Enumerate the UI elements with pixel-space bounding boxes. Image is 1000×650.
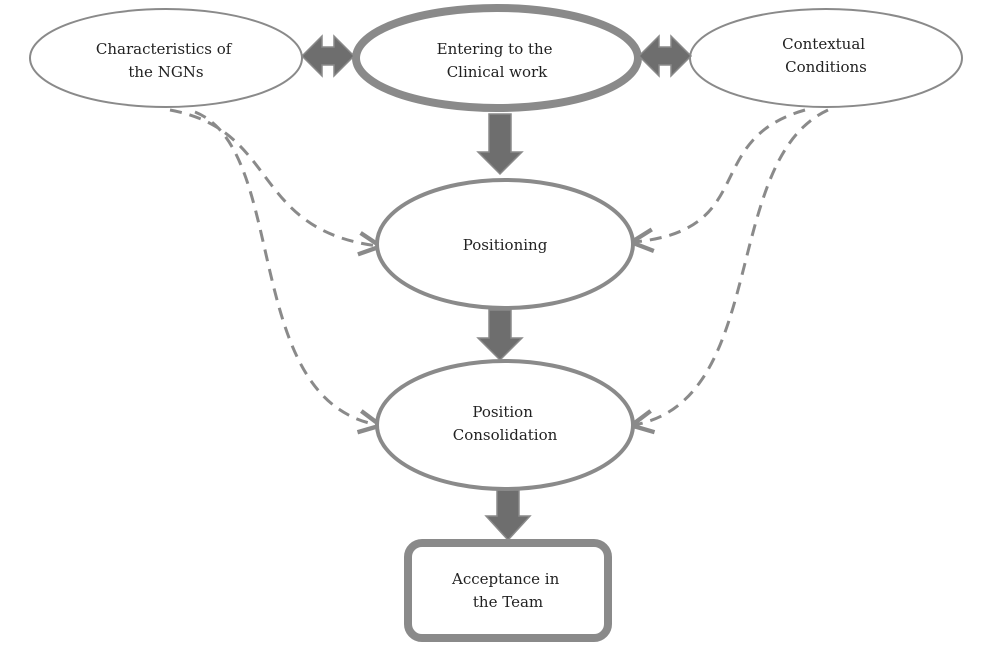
down-arrow-1 — [476, 113, 524, 176]
entering-label: Entering to the Clinical work — [437, 40, 558, 81]
consolidation-label: Position Consolidation — [453, 403, 558, 444]
double-arrow-left — [300, 34, 356, 78]
down-arrow-3 — [484, 489, 532, 542]
dashed-arrow-characteristics-to-positioning — [169, 108, 378, 246]
down-arrow-2 — [476, 309, 524, 362]
dashed-arrow-contextual-to-positioning — [634, 108, 806, 242]
acceptance-label: Acceptance in the Team — [451, 570, 564, 611]
dashed-arrow-contextual-to-consolidation — [634, 108, 829, 425]
positioning-label: Positioning — [463, 236, 548, 254]
node-entering — [352, 4, 642, 112]
node-positioning — [375, 178, 635, 310]
node-characteristics — [29, 8, 303, 108]
node-acceptance — [404, 539, 612, 642]
dashed-arrow-characteristics-to-consolidation — [194, 110, 378, 425]
characteristics-label: Characteristics of the NGNs — [96, 40, 236, 81]
node-consolidation — [375, 359, 635, 491]
contextual-label: Contextual Conditions — [782, 35, 870, 76]
double-arrow-right — [637, 34, 693, 78]
